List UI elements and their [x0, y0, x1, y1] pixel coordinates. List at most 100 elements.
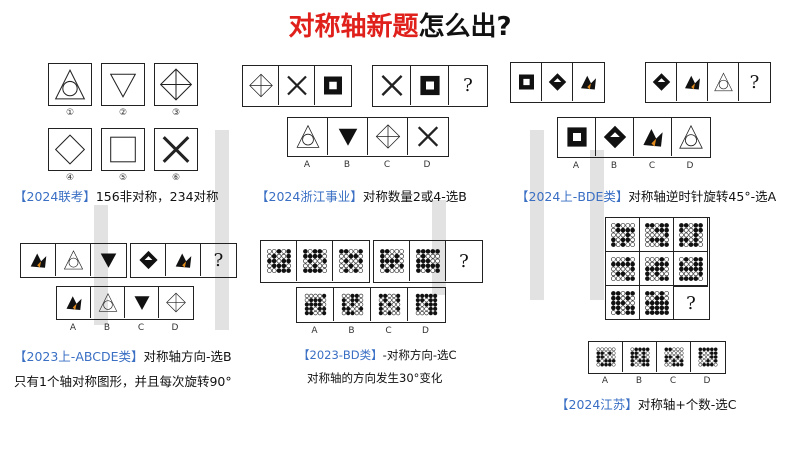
dot: [391, 306, 396, 311]
dot: [434, 263, 440, 269]
dot: [339, 268, 344, 273]
dot: [389, 268, 394, 273]
dot: [607, 347, 612, 352]
dot: [280, 249, 286, 254]
dot: [343, 258, 349, 264]
caption-text: 156非对称，234对称: [95, 189, 219, 204]
dot: [667, 362, 672, 367]
dot: [358, 306, 363, 311]
dot: [316, 268, 322, 273]
dot: [633, 347, 638, 352]
dot: [610, 300, 616, 306]
dot: [629, 236, 635, 242]
figure-cell: [166, 244, 201, 276]
figure-cell: [708, 63, 739, 101]
dot: [688, 236, 693, 242]
dot: [620, 227, 625, 233]
dot: [398, 249, 404, 254]
dot: [358, 249, 363, 254]
figure-cell: [288, 118, 328, 155]
dot: [692, 232, 698, 237]
dot: [678, 241, 684, 247]
dot: [415, 293, 420, 298]
dot: [610, 295, 616, 301]
dot: [302, 263, 308, 269]
dot: [644, 275, 650, 281]
dot: [629, 351, 634, 356]
dot: [610, 291, 616, 296]
dot: [678, 266, 684, 271]
dot: [312, 311, 318, 316]
dot: [692, 256, 698, 262]
dot-figure-cell: [297, 241, 333, 281]
dot: [317, 311, 322, 316]
dot: [663, 275, 669, 281]
dot: [697, 270, 703, 276]
dot: [637, 355, 642, 359]
dot: [658, 227, 664, 233]
dot: [391, 298, 396, 303]
dot: [667, 358, 672, 363]
dot: [308, 293, 313, 298]
dot: [624, 232, 630, 237]
dot: [420, 263, 426, 269]
figure-shape: [175, 253, 191, 268]
figure-cell: [573, 63, 604, 101]
dot: [624, 222, 630, 228]
dot: [321, 249, 327, 254]
dot: [663, 295, 669, 301]
dot: [629, 270, 635, 276]
p5-question-row-2: ?: [373, 240, 483, 283]
dot: [683, 270, 689, 276]
dot: [389, 249, 394, 254]
dot: [308, 306, 313, 311]
dot: [339, 249, 344, 254]
dot: [629, 362, 634, 367]
caption-p5: 【2023-BD类】-对称方向-选C: [298, 347, 457, 363]
dot: [599, 362, 604, 367]
dot: [599, 347, 604, 352]
dot: [697, 227, 703, 233]
dot: [266, 258, 272, 264]
dot: [624, 236, 630, 242]
dot: [683, 232, 689, 237]
figure-box: [154, 128, 198, 171]
dot: [321, 253, 327, 259]
dot: [683, 241, 689, 247]
dot: [348, 249, 354, 254]
dot: [671, 347, 676, 352]
dot: [683, 256, 689, 262]
dot: [644, 222, 650, 228]
dot: [629, 295, 635, 301]
dot: [678, 236, 684, 242]
dot: [641, 351, 646, 356]
dot: [671, 358, 676, 363]
dot: [433, 306, 438, 311]
dot: [595, 358, 600, 363]
dot: [679, 362, 684, 367]
dot: [343, 268, 349, 273]
dot: [637, 362, 642, 367]
dot: [595, 351, 600, 356]
dot: [663, 347, 668, 352]
p4-question-row-1: [20, 243, 127, 278]
dot: [420, 268, 426, 273]
figure-box: [154, 63, 198, 106]
dot: [697, 261, 703, 267]
dot: [348, 263, 354, 269]
dot: [615, 266, 621, 271]
dot: [663, 291, 669, 296]
option-label-B: B: [103, 323, 111, 333]
dot: [692, 275, 698, 281]
dot: [386, 293, 392, 298]
dot: [420, 249, 426, 254]
dot-figure-cell: [606, 252, 640, 286]
dot: [312, 263, 317, 269]
dot: [654, 236, 659, 242]
dot: [384, 263, 390, 269]
dot: [678, 227, 684, 233]
figure-cell: [91, 287, 125, 318]
dot: [709, 351, 714, 356]
dot: [339, 258, 344, 264]
dot: [339, 253, 344, 259]
